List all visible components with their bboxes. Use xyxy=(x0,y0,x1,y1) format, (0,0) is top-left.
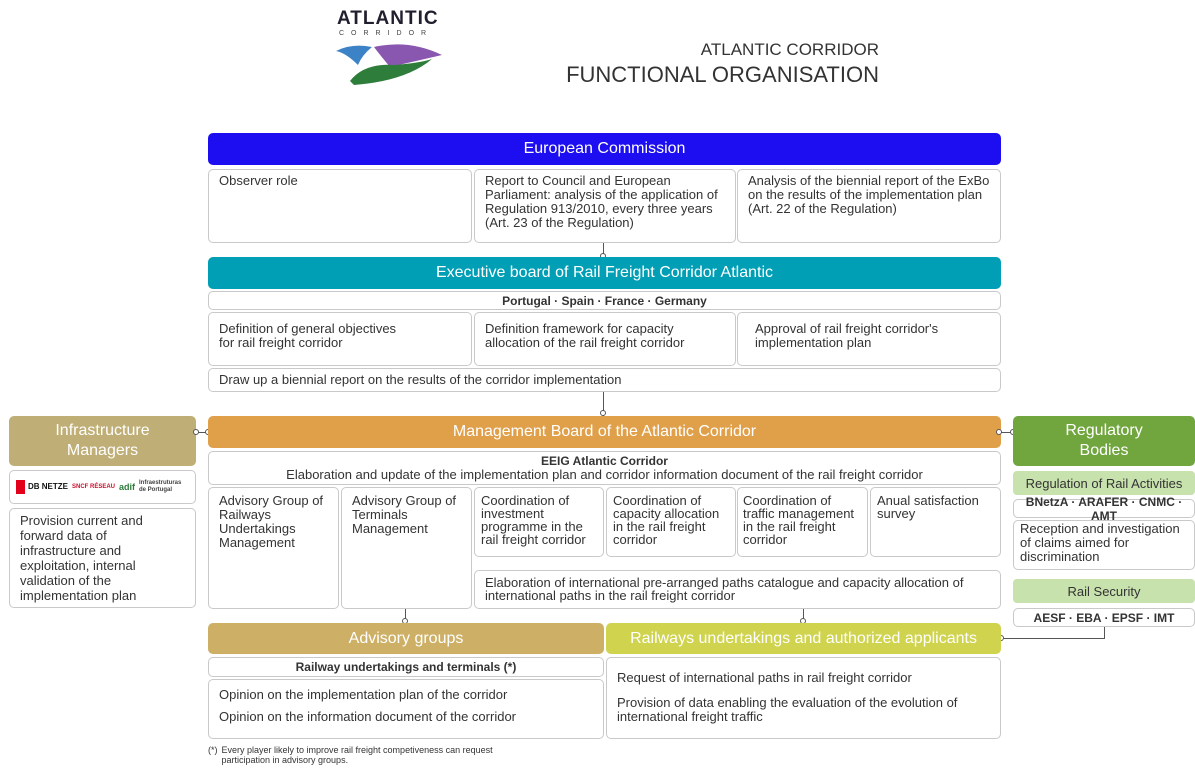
railway-undertakings-header: Railways undertakings and authorized app… xyxy=(606,623,1001,654)
mb-paths-catalogue: Elaboration of international pre-arrange… xyxy=(474,570,1001,609)
db-netze-logo: DB NETZE xyxy=(16,480,68,494)
connector-dot xyxy=(996,429,1002,435)
exbo-general-objectives: Definition of general objectives for rai… xyxy=(208,312,472,366)
rail-security-members: AESF · EBA · EPSF · IMT xyxy=(1013,608,1195,627)
logo-shape-icon xyxy=(336,44,442,85)
exbo-capacity-framework: Definition framework for capacity alloca… xyxy=(474,312,736,366)
advisory-opinion-plan: Opinion on the implementation plan of th… xyxy=(219,687,508,702)
ip-logo: Infraestruturas de Portugal xyxy=(138,480,182,493)
ec-analysis-biennial: Analysis of the biennial report of the E… xyxy=(737,169,1001,243)
mb-eeig: EEIG Atlantic Corridor Elaboration and u… xyxy=(208,451,1001,485)
connector-exbo-mb xyxy=(603,392,604,417)
executive-board-header: Executive board of Rail Freight Corridor… xyxy=(208,257,1001,289)
mb-satisfaction-survey: Anual satisfaction survey xyxy=(870,487,1001,557)
rail-activities-members: BNetzA · ARAFER · CNMC · AMT xyxy=(1013,495,1195,523)
ru-request-paths: Request of international paths in rail f… xyxy=(617,670,912,685)
advisory-subtitle: Railway undertakings and terminals (*) xyxy=(208,657,604,677)
im-provision-text: Provision current and forward data of in… xyxy=(9,508,196,608)
mb-advisory-terminals: Advisory Group of Terminals Management xyxy=(341,487,472,609)
mb-coord-capacity: Coordination of capacity allocation in t… xyxy=(606,487,736,557)
exbo-implementation-plan: Approval of rail freight corridor's impl… xyxy=(737,312,1001,366)
mb-advisory-ru: Advisory Group of Railways Undertakings … xyxy=(208,487,339,609)
ru-provision-data: Provision of data enabling the evaluatio… xyxy=(617,695,958,724)
connector-im-mb xyxy=(196,432,208,433)
connector-mb-advisory xyxy=(405,609,406,623)
im-logos: DB NETZE SNCF RÉSEAU adif Infraestrutura… xyxy=(9,470,196,504)
european-commission-header: European Commission xyxy=(208,133,1001,165)
exbo-countries: Portugal · Spain · France · Germany xyxy=(208,291,1001,310)
footnote-text: Every player likely to improve rail frei… xyxy=(221,745,493,765)
corridor-logo: ATLANTIC CORRIDOR xyxy=(334,8,454,90)
title-line1: ATLANTIC CORRIDOR xyxy=(700,40,879,59)
sncf-logo: SNCF RÉSEAU xyxy=(71,484,115,490)
mb-coord-investment: Coordination of investment programme in … xyxy=(474,487,604,557)
ru-items: Request of international paths in rail f… xyxy=(606,657,1001,739)
connector-dot xyxy=(600,410,606,416)
rail-activities-header: Regulation of Rail Activities xyxy=(1013,471,1195,495)
connector-mb-rb xyxy=(1001,432,1013,433)
adif-logo: adif xyxy=(118,482,135,492)
eeig-title: EEIG Atlantic Corridor xyxy=(541,454,668,468)
connector-rs-ru xyxy=(1104,627,1105,639)
exbo-biennial-report: Draw up a biennial report on the results… xyxy=(208,368,1001,392)
logo-subtitle: CORRIDOR xyxy=(339,30,434,37)
connector-rs-ru-h xyxy=(1004,638,1105,639)
advisory-opinions: Opinion on the implementation plan of th… xyxy=(208,679,604,739)
ec-report-to-council: Report to Council and European Parliamen… xyxy=(474,169,736,243)
title-line2: FUNCTIONAL ORGANISATION xyxy=(566,62,879,87)
connector-dot xyxy=(193,429,199,435)
infrastructure-managers-header: Infrastructure Managers xyxy=(9,416,196,466)
mb-coord-traffic: Coordination of traffic management in th… xyxy=(737,487,868,557)
management-board-header: Management Board of the Atlantic Corrido… xyxy=(208,416,1001,448)
advisory-groups-header: Advisory groups xyxy=(208,623,604,654)
logo-name: ATLANTIC xyxy=(337,8,439,29)
rail-security-header: Rail Security xyxy=(1013,579,1195,603)
advisory-opinion-document: Opinion on the information document of t… xyxy=(219,709,517,724)
regulatory-bodies-header: Regulatory Bodies xyxy=(1013,416,1195,466)
eeig-text: Elaboration and update of the implementa… xyxy=(286,467,923,482)
rb-claims: Reception and investigation of claims ai… xyxy=(1013,520,1195,570)
ec-observer-role: Observer role xyxy=(208,169,472,243)
footnote: (*) Every player likely to improve rail … xyxy=(208,745,548,765)
connector-mb-ru xyxy=(803,609,804,623)
connector-ec-exbo xyxy=(603,243,604,258)
footnote-marker: (*) xyxy=(208,745,218,755)
